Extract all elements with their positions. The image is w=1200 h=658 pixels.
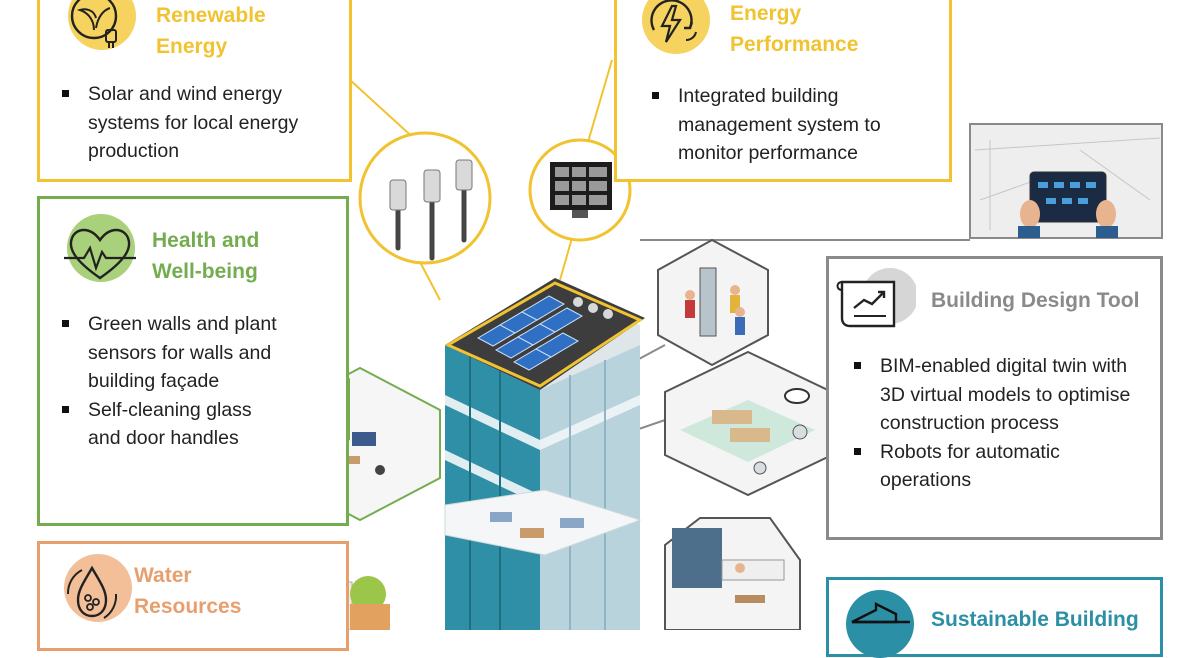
water-title-line1: Water xyxy=(134,564,192,587)
health-bullet-1: Green walls and plant sensors for walls … xyxy=(60,310,282,396)
health-wellbeing-panel xyxy=(37,196,349,526)
health-title: Health and Well-being xyxy=(152,225,259,287)
connector-renewable xyxy=(349,79,419,143)
performance-title-line1: Energy xyxy=(730,2,802,25)
lightning-refresh-icon xyxy=(650,0,697,43)
connector-performance xyxy=(587,59,613,143)
design-bullet-1: BIM-enabled digital twin with 3D virtual… xyxy=(852,352,1152,438)
robot-office-hexagon xyxy=(664,350,833,497)
monitor-bubble xyxy=(528,138,632,242)
performance-bullets: Integrated building management system to… xyxy=(650,82,940,168)
robot-team-hexagon xyxy=(657,238,769,367)
health-icon-circle xyxy=(67,214,135,282)
health-bullets: Green walls and plant sensors for walls … xyxy=(60,310,282,453)
plant-plug-icon xyxy=(70,0,118,48)
building-tower xyxy=(444,278,645,630)
renewable-bullet-1: Solar and wind energy systems for local … xyxy=(60,80,342,166)
health-title-line2: Well-being xyxy=(152,260,258,283)
building-arrow-icon xyxy=(851,602,910,624)
performance-title: Energy Performance xyxy=(730,0,858,60)
heart-pulse-icon xyxy=(64,228,136,280)
blueprint-chart-icon xyxy=(836,268,916,328)
water-drop-icon xyxy=(66,565,118,619)
renewable-title-line1: Renewable xyxy=(156,4,266,27)
performance-title-line2: Performance xyxy=(730,33,859,56)
design-title: Building Design Tool xyxy=(931,289,1140,312)
design-bullet-2: Robots for automatic operations xyxy=(852,438,1152,495)
water-title: Water Resources xyxy=(134,560,241,622)
living-room-hexagon xyxy=(664,517,801,630)
water-title-line2: Resources xyxy=(134,595,242,618)
sustainable-title: Sustainable Building xyxy=(931,608,1139,631)
performance-bullet-1: Integrated building management system to… xyxy=(650,82,940,168)
design-bullets: BIM-enabled digital twin with 3D virtual… xyxy=(852,352,1152,495)
tablet-photo xyxy=(969,123,1163,239)
health-bullet-2: Self-cleaning glass and door handles xyxy=(60,396,282,453)
water-icon-circle xyxy=(64,554,132,622)
health-title-line1: Health and xyxy=(152,229,260,252)
wind-turbine-bubble xyxy=(358,131,492,265)
renewable-title: Renewable Energy xyxy=(156,0,266,62)
renewable-title-line2: Energy xyxy=(156,35,228,58)
renewable-bullets: Solar and wind energy systems for local … xyxy=(60,80,342,166)
